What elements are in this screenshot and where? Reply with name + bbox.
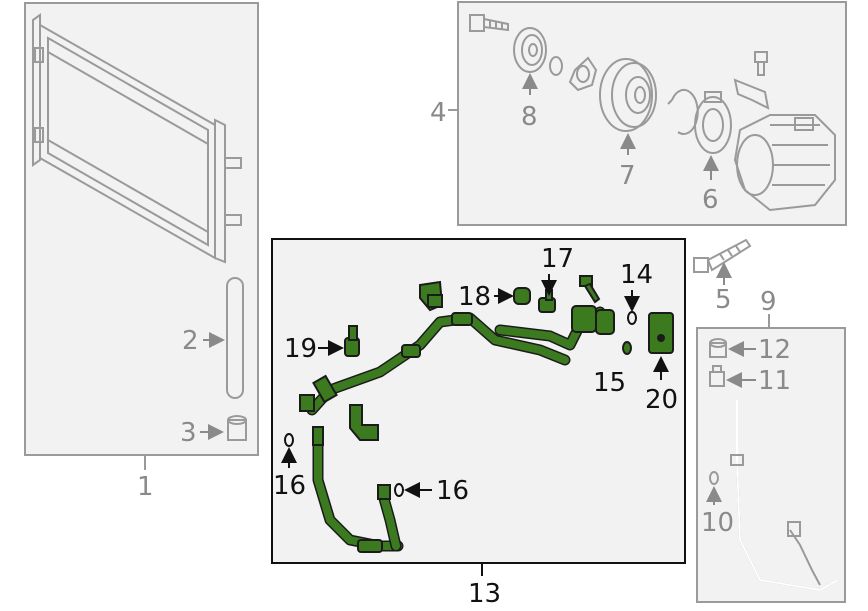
- callout-7: 7: [619, 161, 636, 191]
- callout-1: 1: [137, 472, 154, 502]
- o-ring-14: [627, 311, 637, 325]
- callout-17: 17: [541, 244, 574, 274]
- suction-o-ring: [709, 471, 719, 485]
- line-bolt: [579, 275, 601, 304]
- shim-washer: [549, 56, 563, 76]
- callout-10: 10: [701, 508, 734, 538]
- callout-5: 5: [715, 285, 732, 315]
- o-ring-16a: [284, 433, 294, 447]
- clutch-hub-plate: [513, 27, 547, 73]
- o-ring-16b: [394, 483, 404, 497]
- receiver-drier-tube: [226, 277, 244, 399]
- bracket-bolt: [733, 51, 770, 110]
- pulley-assembly: [599, 58, 657, 132]
- callout-4: 4: [430, 98, 447, 128]
- condenser-group-box: [24, 2, 259, 456]
- o-ring-15: [622, 341, 632, 355]
- callout-15: 15: [593, 368, 626, 398]
- callout-14: 14: [620, 260, 653, 290]
- expansion-valve: [648, 312, 674, 354]
- snap-ring: [667, 88, 699, 135]
- callout-6: 6: [702, 185, 719, 215]
- suction-hose-group-box: [696, 327, 846, 603]
- service-valve: [709, 365, 725, 387]
- callout-20: 20: [645, 385, 678, 415]
- callout-16b: 16: [436, 476, 469, 506]
- drier-cap: [227, 415, 247, 441]
- callout-11: 11: [758, 366, 791, 396]
- mount-clip: [419, 280, 444, 312]
- pressure-sensor: [344, 325, 360, 357]
- callout-8: 8: [521, 102, 538, 132]
- field-coil: [694, 91, 732, 154]
- liquid-line-group-box: [271, 238, 686, 564]
- liquid-line-assembly: [299, 305, 615, 553]
- callout-18: 18: [458, 282, 491, 312]
- suction-hose: [730, 400, 839, 592]
- line-bracket: [349, 404, 379, 441]
- condenser-core: [32, 13, 242, 264]
- grommet: [513, 287, 531, 305]
- clutch-bearing-plate: [568, 56, 598, 92]
- callout-12: 12: [758, 335, 791, 365]
- mounting-bolt: [693, 238, 752, 273]
- callout-19: 19: [284, 334, 317, 364]
- callout-3: 3: [180, 418, 197, 448]
- compressor-bolt: [469, 14, 509, 32]
- callout-13: 13: [468, 579, 501, 609]
- callout-9: 9: [760, 287, 777, 317]
- service-cap: [709, 338, 727, 358]
- callout-2: 2: [182, 326, 199, 356]
- compressor-body: [733, 114, 836, 212]
- callout-16a: 16: [273, 471, 306, 501]
